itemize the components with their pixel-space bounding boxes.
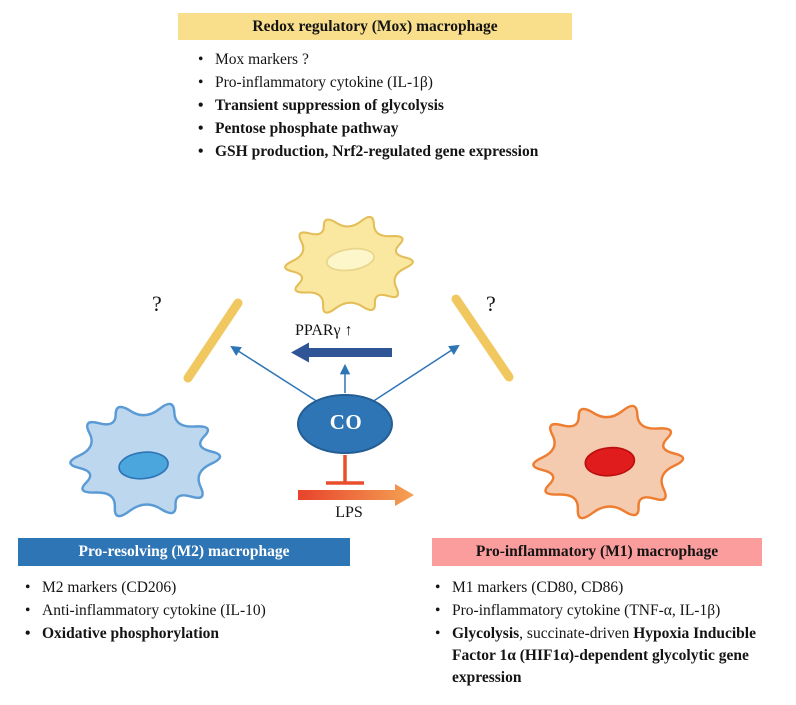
list-item-segment: Glycolysis (452, 625, 520, 642)
m1-macrophage-cell (532, 404, 685, 520)
list-item: Pentose phosphate pathway (193, 118, 583, 140)
list-item: Mox markers ? (193, 49, 583, 71)
question-mark-left: ? (152, 291, 162, 316)
m2-marker-list: M2 markers (CD206) Anti-inflammatory cyt… (20, 577, 370, 646)
list-item: Anti-inflammatory cytokine (IL-10) (20, 600, 370, 622)
list-item: M2 markers (CD206) (20, 577, 370, 599)
m2-macrophage-cell (69, 402, 222, 518)
arrow-co-to-m1-blocked (371, 344, 460, 403)
list-item: M1 markers (CD80, CD86) (430, 577, 770, 599)
mox-header-box: Redox regulatory (Mox) macrophage (178, 13, 572, 40)
mox-header-label: Redox regulatory (Mox) macrophage (252, 17, 498, 35)
m1-marker-list: M1 markers (CD80, CD86) Pro-inflammatory… (430, 577, 770, 690)
cell-nucleus (325, 247, 375, 272)
list-item-segment: Hypoxia Inducible Factor 1α (HIF1α)-depe… (452, 625, 756, 686)
ppar-upregulation-arrow (291, 342, 392, 363)
block-bar-left (183, 298, 243, 383)
lps-label: LPS (335, 504, 363, 521)
m1-header-box: Pro-inflammatory (M1) macrophage (432, 538, 762, 566)
list-item: Transient suppression of glycolysis (193, 95, 583, 117)
list-item: Glycolysis, succinate-driven Hypoxia Ind… (430, 623, 770, 689)
list-item-segment: , succinate-driven (519, 625, 634, 642)
co-ellipse (297, 394, 393, 454)
cell-nucleus (118, 451, 169, 480)
ppar-label: PPARγ ↑ (295, 322, 353, 339)
m1-header-label: Pro-inflammatory (M1) macrophage (475, 543, 719, 561)
m2-header-box: Pro-resolving (M2) macrophage (18, 538, 350, 566)
question-mark-right: ? (486, 291, 496, 316)
co-label: CO (329, 410, 363, 434)
arrow-co-to-m2-blocked (230, 345, 319, 403)
inhibition-t-bar (326, 455, 364, 485)
cell-nucleus (584, 446, 636, 477)
lps-arrow (298, 484, 414, 506)
list-item: Pro-inflammatory cytokine (IL-1β) (193, 72, 583, 94)
m2-header-label: Pro-resolving (M2) macrophage (78, 543, 290, 561)
block-bar-right (451, 294, 514, 382)
mox-macrophage-cell (284, 215, 414, 314)
list-item: Oxidative phosphorylation (20, 623, 370, 645)
mox-marker-list: Mox markers ? Pro-inflammatory cytokine … (193, 49, 583, 164)
list-item: Pro-inflammatory cytokine (TNF-α, IL-1β) (430, 600, 770, 622)
list-item: GSH production, Nrf2-regulated gene expr… (193, 141, 583, 163)
